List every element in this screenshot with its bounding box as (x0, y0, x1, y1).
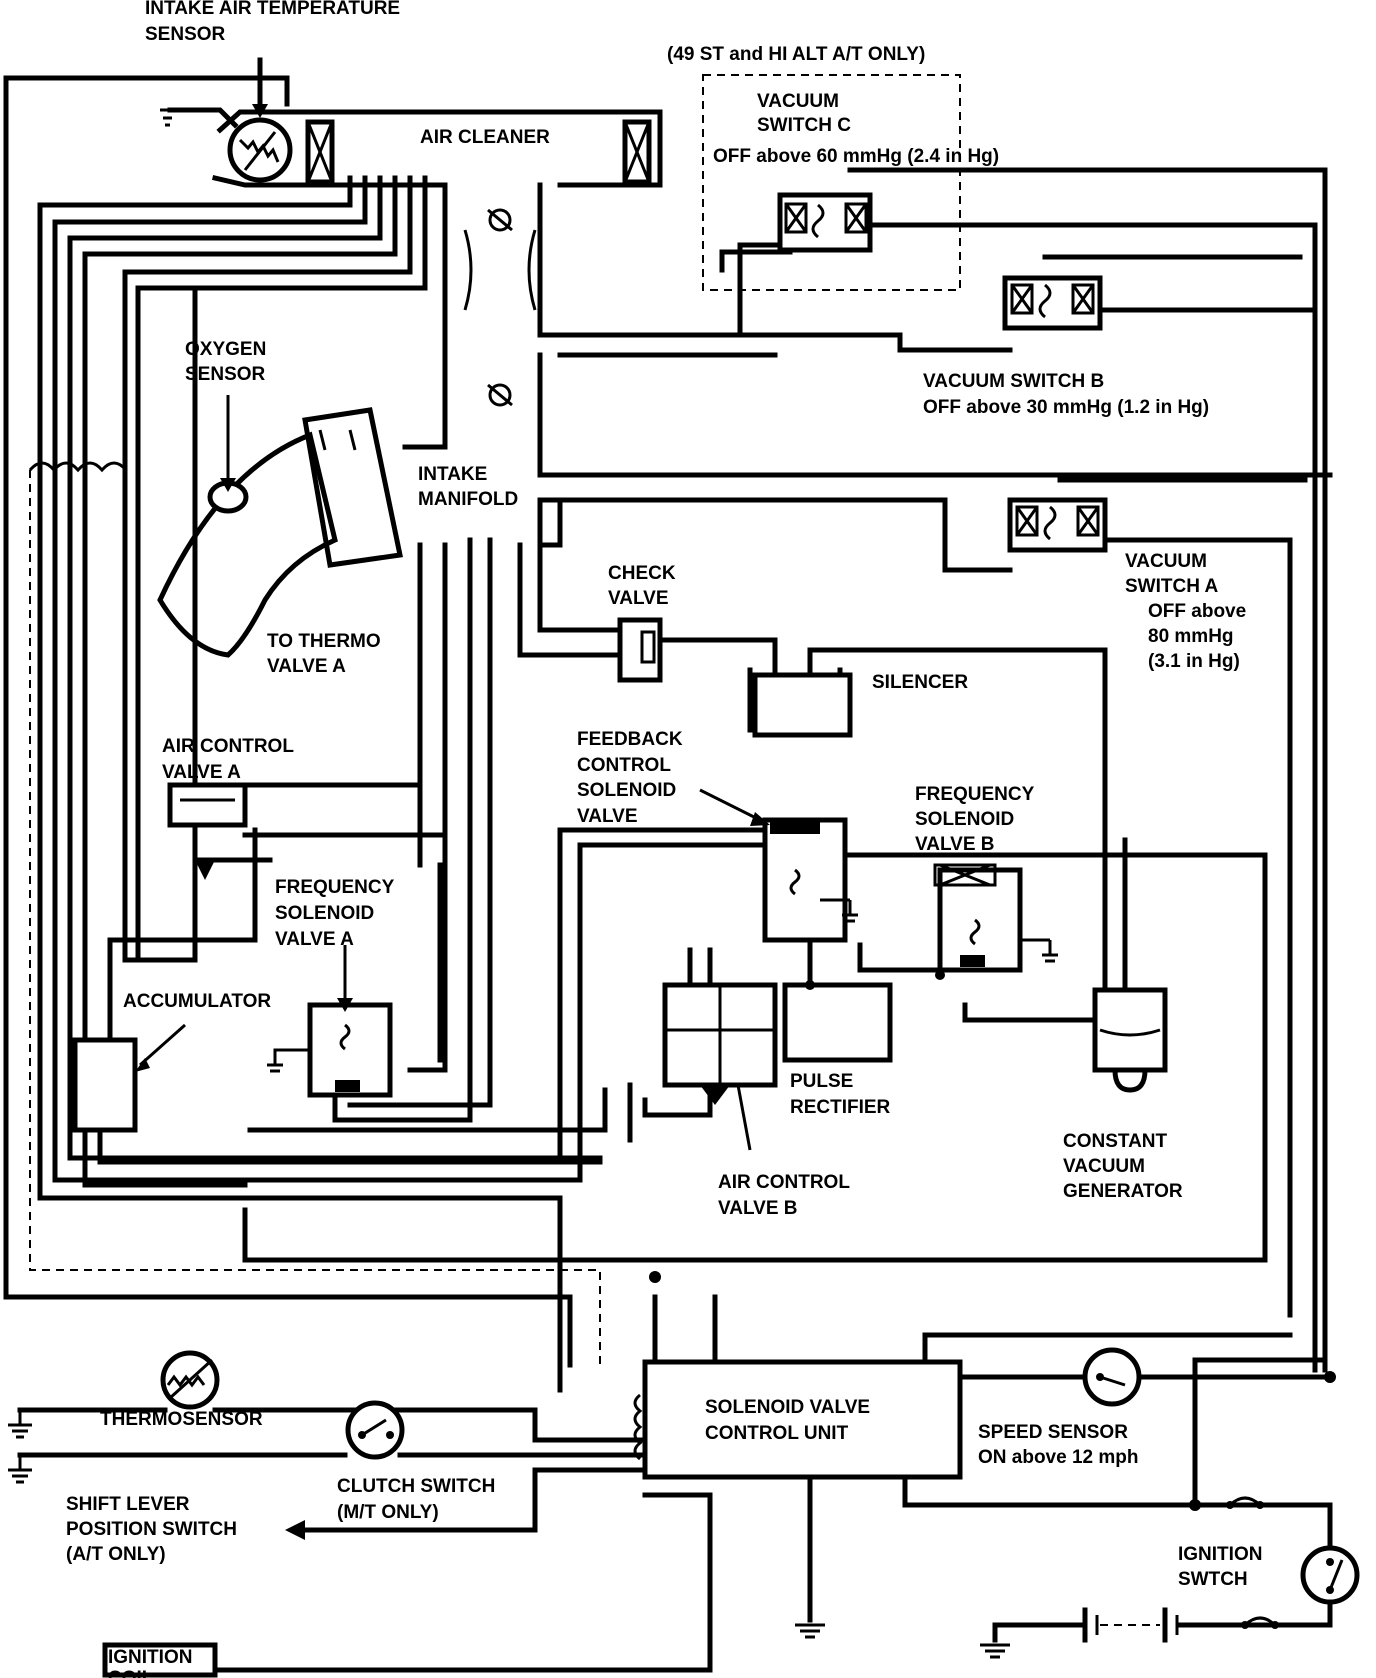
constant-vacuum-generator (1092, 987, 1168, 1093)
label-silencer: SILENCER (872, 672, 968, 693)
check-valve (617, 617, 663, 683)
speed-sensor (1082, 1347, 1142, 1407)
exhaust-manifold (157, 431, 338, 658)
label-shift-lever-1: SHIFT LEVER (66, 1494, 190, 1515)
label-vacuum-switch-a-1: VACUUM (1125, 551, 1207, 572)
label-freq-sol-b-1: FREQUENCY (915, 784, 1035, 805)
label-control-unit-2: CONTROL UNIT (705, 1423, 849, 1444)
air-control-valve-b (662, 982, 778, 1151)
air-cleaner-element-right (622, 119, 652, 185)
intake-manifold-body (302, 407, 403, 568)
label-oxygen-sensor-1: OXYGEN (185, 339, 266, 360)
label-clutch-switch-1: CLUTCH SWITCH (337, 1476, 495, 1497)
label-freq-sol-a-1: FREQUENCY (275, 877, 395, 898)
vacuum-switch-a (1007, 497, 1108, 553)
label-air-control-valve-a-1: AIR CONTROL (162, 736, 294, 757)
label-intake-air-temp-1: INTAKE AIR TEMPERATURE (145, 0, 400, 19)
ignition-switch (1300, 1545, 1360, 1605)
vacuum-hoses (3, 57, 1333, 1393)
oxygen-sensor (207, 395, 249, 514)
label-pulse-rectifier-1: PULSE (790, 1071, 853, 1092)
label-vacuum-switch-a-5: (3.1 in Hg) (1148, 651, 1240, 672)
label-accumulator: ACCUMULATOR (123, 991, 271, 1012)
frequency-solenoid-valve-a (267, 945, 393, 1098)
label-cvg-2: VACUUM (1063, 1156, 1145, 1177)
label-feedback-1: FEEDBACK (577, 729, 683, 750)
accumulator (72, 1023, 186, 1133)
label-intake-manifold-1: INTAKE (418, 464, 487, 485)
label-speed-sensor-1: SPEED SENSOR (978, 1422, 1128, 1443)
label-vacuum-switch-b-spec: OFF above 30 mmHg (1.2 in Hg) (923, 397, 1209, 418)
pulse-rectifier (782, 982, 893, 1063)
label-vacuum-switch-a-4: 80 mmHg (1148, 626, 1234, 647)
solenoid-valve-control-unit (642, 1359, 963, 1480)
label-check-valve-1: CHECK (608, 563, 676, 584)
label-ignition-coil-2: COIL (108, 1668, 154, 1678)
label-vacuum-switch-c-2: SWITCH C (757, 115, 851, 136)
label-at-only: (49 ST and HI ALT A/T ONLY) (667, 44, 925, 65)
at-only-dashed-box (702, 74, 961, 291)
label-air-control-valve-a-2: VALVE A (162, 762, 241, 783)
label-air-control-valve-b-1: AIR CONTROL (718, 1172, 850, 1193)
label-feedback-3: SOLENOID (577, 780, 676, 801)
intake-air-temperature-sensor (160, 60, 335, 185)
label-feedback-4: VALVE (577, 806, 638, 827)
label-freq-sol-b-2: SOLENOID (915, 809, 1014, 830)
label-feedback-2: CONTROL (577, 755, 671, 776)
label-cvg-1: CONSTANT (1063, 1131, 1168, 1152)
label-intake-manifold-2: MANIFOLD (418, 489, 518, 510)
label-clutch-switch-2: (M/T ONLY) (337, 1502, 439, 1523)
label-vacuum-switch-b: VACUUM SWITCH B (923, 371, 1104, 392)
label-thermosensor: THERMOSENSOR (100, 1409, 263, 1430)
label-pulse-rectifier-2: RECTIFIER (790, 1097, 891, 1118)
label-speed-sensor-2: ON above 12 mph (978, 1447, 1139, 1468)
frequency-solenoid-valve-b (933, 863, 1058, 973)
vacuum-switch-b (1002, 275, 1103, 331)
label-oxygen-sensor-2: SENSOR (185, 364, 266, 385)
label-vacuum-switch-a-2: SWITCH A (1125, 576, 1219, 597)
shift-lever-arrow (285, 1520, 305, 1540)
label-ignition-coil-1: IGNITION (108, 1647, 192, 1668)
label-to-thermo-valve-a-1: TO THERMO (267, 631, 381, 652)
air-control-valve-a (167, 782, 248, 880)
label-control-unit-1: SOLENOID VALVE (705, 1397, 870, 1418)
wiring (17, 1294, 1333, 1673)
label-shift-lever-3: (A/T ONLY) (66, 1544, 166, 1565)
ignition-coil (102, 1642, 218, 1678)
silencer (752, 672, 853, 738)
label-freq-sol-a-3: VALVE A (275, 929, 354, 950)
label-to-thermo-valve-a-2: VALVE A (267, 656, 346, 677)
fuses (1226, 1496, 1279, 1629)
label-shift-lever-2: POSITION SWITCH (66, 1519, 237, 1540)
label-vacuum-switch-c-spec: OFF above 60 mmHg (2.4 in Hg) (713, 146, 999, 167)
feedback-control-solenoid-valve (699, 788, 858, 943)
thermosensor (160, 1350, 220, 1410)
junction-dots (649, 970, 1336, 1511)
label-ignition-switch-2: SWTCH (1178, 1569, 1248, 1590)
label-vacuum-switch-c-1: VACUUM (757, 91, 839, 112)
label-check-valve-2: VALVE (608, 588, 669, 609)
label-air-cleaner: AIR CLEANER (420, 127, 550, 148)
battery (1082, 1607, 1179, 1643)
clutch-switch (345, 1400, 405, 1460)
label-intake-air-temp-2: SENSOR (145, 24, 226, 45)
ground-symbols (8, 1410, 1010, 1659)
throttle-plates (487, 208, 513, 407)
label-freq-sol-b-3: VALVE B (915, 834, 995, 855)
label-freq-sol-a-2: SOLENOID (275, 903, 374, 924)
label-cvg-3: GENERATOR (1063, 1181, 1183, 1202)
label-vacuum-switch-a-3: OFF above (1148, 601, 1246, 622)
label-air-control-valve-b-2: VALVE B (718, 1198, 798, 1219)
label-ignition-switch-1: IGNITION (1178, 1544, 1262, 1565)
vacuum-switch-c (777, 192, 873, 253)
